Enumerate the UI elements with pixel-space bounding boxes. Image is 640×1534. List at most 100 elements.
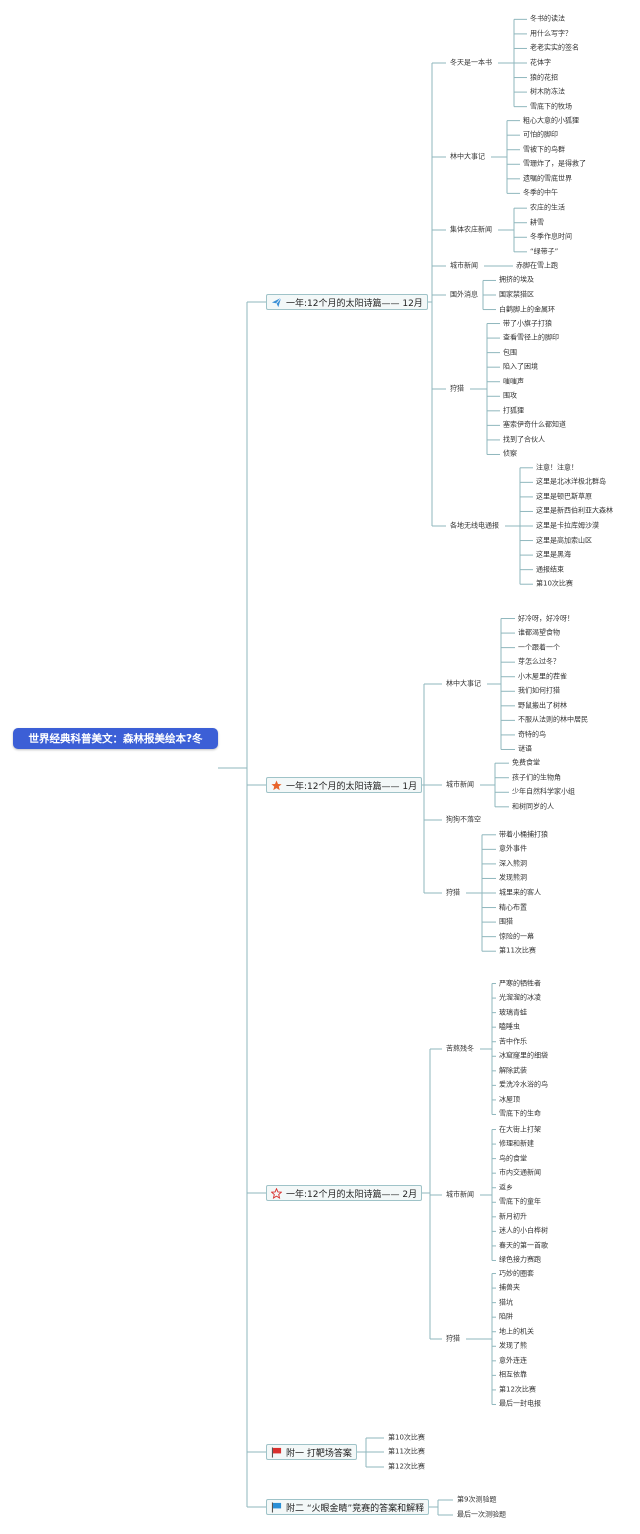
leaf-label[interactable]: 注意！注意！ [536,463,578,472]
leaf-label[interactable]: 耕雪 [530,218,544,227]
subtopic-label[interactable]: 第11次比赛 [388,1447,425,1456]
leaf-label[interactable]: 光溜溜的冰凌 [499,993,541,1002]
subtopic-label[interactable]: 冬天是一本书 [450,58,492,67]
subtopic-label[interactable]: 第9次测验题 [457,1495,497,1504]
leaf-label[interactable]: 第10次比赛 [536,579,573,588]
leaf-label[interactable]: 冬书的读法 [530,14,565,23]
leaf-label[interactable]: 打狐狸 [503,406,524,415]
leaf-label[interactable]: 迷人的小白桦树 [499,1226,548,1235]
leaf-label[interactable]: 狼的花招 [530,73,558,82]
leaf-label[interactable]: 谁都渴望食物 [518,628,560,637]
leaf-label[interactable]: “绿带子” [530,247,559,256]
leaf-label[interactable]: 野鼠搬出了树林 [518,701,567,710]
leaf-label[interactable]: 遗嘱的雪底世界 [523,174,572,183]
leaf-label[interactable]: 这里是顿巴斯草原 [536,492,592,501]
leaf-label[interactable]: 我们如何打猎 [518,686,560,695]
leaf-label[interactable]: 发现熊洞 [499,873,527,882]
leaf-label[interactable]: 嗤嗤声 [503,377,524,386]
leaf-label[interactable]: 和树同岁的人 [512,802,554,811]
leaf-label[interactable]: 孩子们的生物角 [512,773,561,782]
leaf-label[interactable]: 陷入了困境 [503,362,538,371]
leaf-label[interactable]: 少年自然科学家小组 [512,787,575,796]
leaf-label[interactable]: 查看雪径上的脚印 [503,333,559,342]
subtopic-label[interactable]: 国外消息 [450,290,478,299]
leaf-label[interactable]: 塞索伊奇什么都知道 [503,420,566,429]
leaf-label[interactable]: 老老实实的签名 [530,43,579,52]
subtopic-label[interactable]: 城市新闻 [450,261,478,270]
leaf-label[interactable]: 陷阱 [499,1312,513,1321]
leaf-label[interactable]: 相互依靠 [499,1370,527,1379]
subtopic-label[interactable]: 苦熬残冬 [446,1044,474,1053]
leaf-label[interactable]: 玻璃青蛙 [499,1008,527,1017]
leaf-label[interactable]: 意外事件 [499,844,527,853]
leaf-label[interactable]: 严寒的牺牲者 [499,979,541,988]
leaf-label[interactable]: 国家禁猎区 [499,290,534,299]
leaf-label[interactable]: 这里是高加索山区 [536,536,592,545]
leaf-label[interactable]: 围猎 [499,917,513,926]
leaf-label[interactable]: 第12次比赛 [499,1385,536,1394]
leaf-label[interactable]: 冰窟窿里的细袋 [499,1051,548,1060]
subtopic-label[interactable]: 第12次比赛 [388,1462,425,1471]
leaf-label[interactable]: 包围 [503,348,517,357]
leaf-label[interactable]: 雪底下的牧场 [530,102,572,111]
leaf-label[interactable]: 绿色接力赛跑 [499,1255,541,1264]
leaf-label[interactable]: 粗心大意的小狐狸 [523,116,579,125]
leaf-label[interactable]: 雪底下的童年 [499,1197,541,1206]
leaf-label[interactable]: 拥挤的埃及 [499,275,534,284]
branch-node[interactable]: 一年:12个月的太阳诗篇—— 12月 [266,294,428,310]
branch-node[interactable]: 一年:12个月的太阳诗篇—— 2月 [266,1185,423,1201]
leaf-label[interactable]: 新月初升 [499,1212,527,1221]
branch-node[interactable]: 附二 “火眼金睛”竞赛的答案和解释 [266,1499,430,1515]
leaf-label[interactable]: 意外连连 [499,1356,527,1365]
leaf-label[interactable]: 苦中作乐 [499,1037,527,1046]
subtopic-label[interactable]: 林中大事记 [446,679,481,688]
leaf-label[interactable]: 捕兽夹 [499,1283,520,1292]
leaf-label[interactable]: 赤脚在雪上跑 [516,261,558,270]
leaf-label[interactable]: 深入熊洞 [499,859,527,868]
leaf-label[interactable]: 发现了熊 [499,1341,527,1350]
leaf-label[interactable]: 在大街上打架 [499,1125,541,1134]
subtopic-label[interactable]: 城市新闻 [446,1190,474,1199]
root-node[interactable]: 世界经典科普美文：森林报美绘本?冬 [13,728,218,749]
leaf-label[interactable]: 鸟的食堂 [499,1154,527,1163]
leaf-label[interactable]: 雪珊炸了，是得救了 [523,159,586,168]
leaf-label[interactable]: 白鹳脚上的金属环 [499,305,555,314]
leaf-label[interactable]: 带着小桶捕打狼 [499,830,548,839]
subtopic-label[interactable]: 集体农庄新闻 [450,225,492,234]
subtopic-label[interactable]: 第10次比赛 [388,1433,425,1442]
leaf-label[interactable]: 用什么写字？ [530,29,572,38]
leaf-label[interactable]: 第11次比赛 [499,946,536,955]
leaf-label[interactable]: 好冷呀，好冷呀！ [518,614,574,623]
branch-node[interactable]: 附一 打靶场答案 [266,1444,357,1460]
subtopic-label[interactable]: 狩猎 [450,384,464,393]
leaf-label[interactable]: 返乡 [499,1183,513,1192]
leaf-label[interactable]: 巧妙的圈套 [499,1269,534,1278]
subtopic-label[interactable]: 最后一次测验题 [457,1510,506,1519]
leaf-label[interactable]: 芽怎么过冬？ [518,657,560,666]
leaf-label[interactable]: 雪被下的鸟群 [523,145,565,154]
leaf-label[interactable]: 这里是北冰洋极北群岛 [536,477,606,486]
subtopic-label[interactable]: 狩猎 [446,888,460,897]
leaf-label[interactable]: 这里是卡拉库姆沙漠 [536,521,599,530]
leaf-label[interactable]: 春天的第一首歌 [499,1241,548,1250]
leaf-label[interactable]: 这里是黑海 [536,550,571,559]
leaf-label[interactable]: 雪底下的生命 [499,1109,541,1118]
leaf-label[interactable]: 惊险的一幕 [499,932,534,941]
leaf-label[interactable]: 奇特的鸟 [518,730,546,739]
leaf-label[interactable]: 农庄的生活 [530,203,565,212]
leaf-label[interactable]: 市内交通新闻 [499,1168,541,1177]
leaf-label[interactable]: 免费食堂 [512,758,540,767]
leaf-label[interactable]: 解除武装 [499,1066,527,1075]
subtopic-label[interactable]: 城市新闻 [446,780,474,789]
leaf-label[interactable]: 谜语 [518,744,532,753]
leaf-label[interactable]: 修理和新建 [499,1139,534,1148]
branch-node[interactable]: 一年:12个月的太阳诗篇—— 1月 [266,777,423,793]
leaf-label[interactable]: 花体字 [530,58,551,67]
leaf-label[interactable]: 爱洗冷水浴的鸟 [499,1080,548,1089]
leaf-label[interactable]: 可怕的脚印 [523,130,558,139]
leaf-label[interactable]: 冰屋顶 [499,1095,520,1104]
leaf-label[interactable]: 冬季的中午 [523,188,558,197]
leaf-label[interactable]: 找到了合伙人 [503,435,545,444]
leaf-label[interactable]: 不服从法则的林中居民 [518,715,588,724]
leaf-label[interactable]: 地上的机关 [499,1327,534,1336]
